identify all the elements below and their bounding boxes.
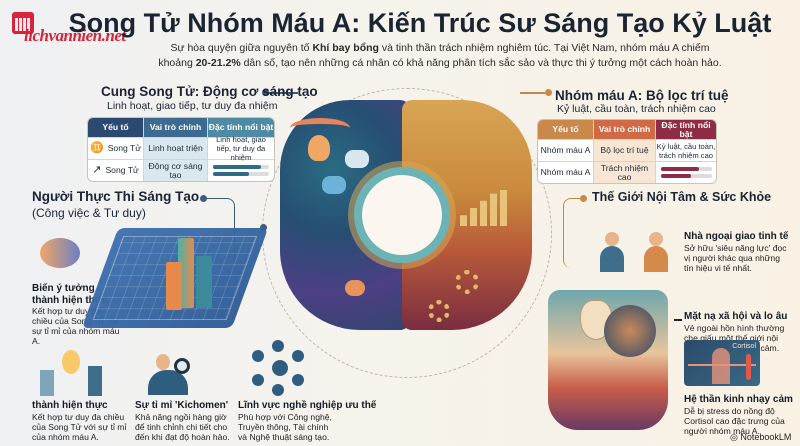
head-network-icon <box>604 305 656 357</box>
inner-item-text: Sở hữu 'siêu năng lực' đọc vị người khác… <box>684 243 787 273</box>
role-cell: Linh hoạt triện <box>144 138 208 159</box>
heartbeat-line-icon <box>688 364 756 366</box>
connector-dot <box>545 89 552 96</box>
subtitle-text: và tinh thần trách nhiệm nghiêm túc. Tại… <box>378 42 710 54</box>
wings-icon <box>290 118 350 138</box>
subtitle-text: dân số, tạo nên những cá nhân có khả năn… <box>240 57 722 69</box>
notebooklm-watermark: ◎ NotebookLM <box>730 432 791 443</box>
role-cell: Trách nhiệm cao <box>594 162 656 183</box>
work-item-title: Sự tỉ mỉ 'Kichomen' <box>135 400 229 411</box>
gear-icon <box>428 300 450 322</box>
factor-cell: Nhóm máu A <box>538 162 594 183</box>
brain-gear-icon <box>40 238 80 268</box>
table-row: ♊ Song Tử Linh hoạt triện Linh hoạt, gia… <box>88 135 274 162</box>
body-figure-icon <box>712 348 730 384</box>
subtitle-highlight: 20-21.2% <box>195 57 241 69</box>
work-item-title: Lĩnh vực nghề nghiệp ưu thế <box>238 400 377 411</box>
connector-line <box>520 92 545 94</box>
brand-label: NotebookLM <box>740 432 792 442</box>
progress-bar <box>660 167 712 171</box>
factor-cell: ↗ Song Tử <box>88 160 144 181</box>
role-cell: Động cơ sáng tạo <box>144 160 208 181</box>
work-item-text: Khả năng ngồi hàng giờ để tinh chỉnh chi… <box>135 412 230 442</box>
column-header: Đặc tính nổi bật <box>208 118 274 137</box>
magnifier-person-icon <box>140 350 200 395</box>
lightbulb-city-icon <box>40 350 106 396</box>
building-icon <box>178 238 194 308</box>
work-item-title: Biến ý tưởng thành hiện thực <box>32 283 108 306</box>
connector-dot <box>580 195 587 202</box>
thermometer-icon <box>746 354 751 380</box>
gemini-heading: Cung Song Tử: Động cơ sáng tạo <box>101 84 318 99</box>
table-header-row: Yếu tố Vai trò chính Đặc tính nổi bật <box>88 118 274 137</box>
work-item-title: thành hiện thực <box>32 400 108 411</box>
brain-center-circle <box>362 175 442 255</box>
factor-value: Song Tử <box>105 165 139 175</box>
calendar-icon <box>12 12 34 34</box>
career-network-icon <box>250 340 310 398</box>
chat-bubble-icon <box>345 150 369 168</box>
cortisol-illustration: Cortisol <box>684 340 760 386</box>
gemini-table: Yếu tố Vai trò chính Đặc tính nổi bật ♊ … <box>87 117 275 182</box>
progress-bar <box>212 172 270 176</box>
trait-bars <box>208 160 274 181</box>
pointer-line <box>674 319 682 321</box>
column-header: Đặc tính nổi bật <box>656 120 716 139</box>
table-header-row: Yếu tố Vai trò chính Đặc tính nổi bật <box>538 120 716 139</box>
table-row: Nhóm máu A Trách nhiệm cao <box>538 161 716 183</box>
site-logo[interactable]: lichvannien.net <box>4 6 154 46</box>
gemini-subheading: Linh hoạt, giao tiếp, tư duy đa nhiệm <box>107 100 278 112</box>
trait-bars <box>656 162 716 183</box>
cortisol-label: Cortisol <box>732 343 756 350</box>
inner-item-text: Dễ bị stress do nồng độ Cortisol cao đặc… <box>684 406 785 436</box>
factor-value: Song Tử <box>107 143 141 153</box>
progress-bar <box>660 174 712 178</box>
inner-item-title: Hệ thần kinh nhạy cảm <box>684 394 793 405</box>
connector-line <box>268 92 298 94</box>
work-item-text: Kết hợp tư duy đa chiều của Song Tử với … <box>32 306 120 346</box>
chat-bubble-icon <box>322 176 346 194</box>
column-header: Yếu tố <box>88 118 144 137</box>
page-subtitle: Sự hòa quyện giữa nguyên tố Khí bay bổng… <box>150 41 730 71</box>
bracket-connector <box>563 198 583 268</box>
gear-icon <box>455 270 479 294</box>
arrow-up-right-icon: ↗ <box>92 164 102 176</box>
progress-bar <box>212 165 270 169</box>
role-cell: Bộ lọc trí tuệ <box>594 140 656 161</box>
blood-a-subheading: Kỷ luật, cầu toàn, trách nhiệm cao <box>557 103 716 115</box>
factor-cell: ♊ Song Tử <box>88 138 144 159</box>
gemini-symbol-icon: ♊ <box>89 142 104 154</box>
inner-item-title: Mặt nạ xã hội và lo âu <box>684 311 788 322</box>
subtitle-text: khoảng <box>158 57 196 69</box>
inner-world-heading: Thế Giới Nội Tâm & Sức Khỏe <box>592 190 772 204</box>
column-header: Yếu tố <box>538 120 594 139</box>
column-header: Vai trò chính <box>144 118 208 137</box>
chat-bubble-icon <box>345 280 365 296</box>
connector-dot <box>200 195 207 202</box>
subtitle-text: Sự hòa quyện giữa nguyên tố <box>170 42 313 54</box>
trait-cell: Kỷ luật, cầu toàn, trách nhiệm cao <box>656 141 716 160</box>
factor-cell: Nhóm máu A <box>538 140 594 161</box>
conversation-icon <box>600 232 675 272</box>
logo-text: lichvannien.net <box>24 26 126 45</box>
building-icon <box>166 262 182 310</box>
connector-dot <box>262 89 269 96</box>
work-item-text: Phù hợp với Công nghệ, Truyền thông, Tài… <box>238 412 332 442</box>
page-title: Song Tử Nhóm Máu A: Kiến Trúc Sư Sáng Tạ… <box>68 8 772 38</box>
inner-item-title: Nhà ngoại giao tinh tế <box>684 231 789 242</box>
work-heading: Người Thực Thi Sáng Tạo <box>32 189 200 204</box>
work-subheading: (Công việc & Tư duy) <box>32 206 146 220</box>
blood-a-heading: Nhóm máu A: Bộ lọc trí tuệ <box>555 88 729 103</box>
subtitle-highlight: Khí bay bổng <box>312 42 379 54</box>
work-item-text: Kết hợp tư duy đa chiều của Song Tử với … <box>32 412 127 442</box>
blood-a-table: Yếu tố Vai trò chính Đặc tính nổi bật Nh… <box>537 119 717 184</box>
table-row: ↗ Song Tử Động cơ sáng tạo <box>88 159 274 181</box>
notebooklm-logo-icon: ◎ <box>730 432 738 442</box>
trait-cell: Linh hoạt, giao tiếp, tư duy đa nhiệm <box>216 135 266 162</box>
table-row: Nhóm máu A Bộ lọc trí tuệ Kỷ luật, cầu t… <box>538 139 716 161</box>
building-icon <box>196 256 212 308</box>
lightbulb-icon <box>308 135 330 161</box>
column-header: Vai trò chính <box>594 120 656 139</box>
